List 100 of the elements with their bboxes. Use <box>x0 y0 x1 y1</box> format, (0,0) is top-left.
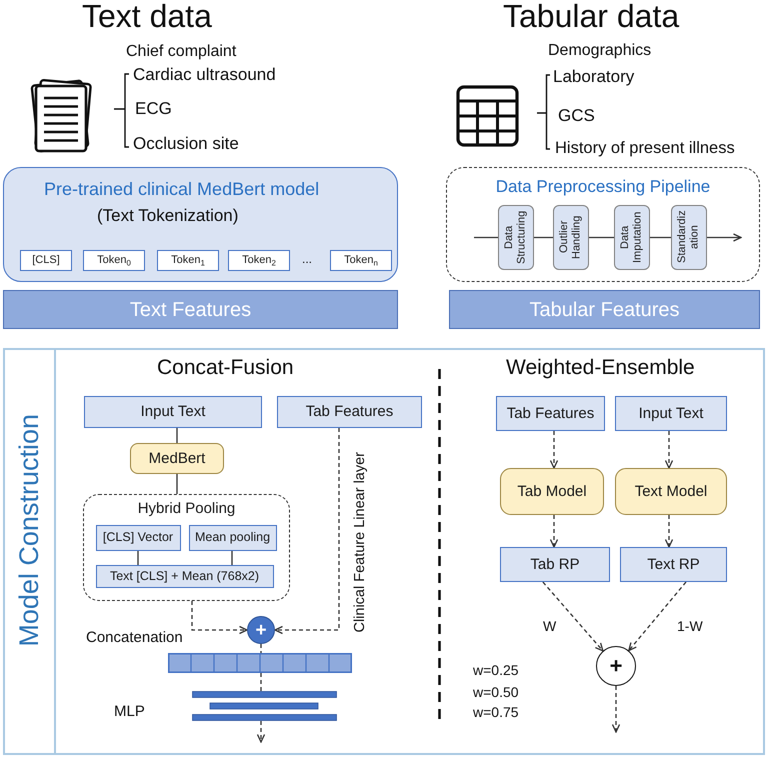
section-heading: Concat-Fusion <box>157 354 294 380</box>
pipeline-frame <box>446 167 760 282</box>
model-box <box>500 468 604 515</box>
arrow <box>550 515 558 548</box>
list-item: Laboratory <box>553 67 634 88</box>
connector-line <box>176 474 178 494</box>
connector-line <box>650 236 671 238</box>
feature-bar <box>449 290 760 329</box>
node-label: Tab Features <box>306 403 394 421</box>
step-label: Standardiz ation <box>676 210 702 266</box>
arrow <box>612 686 620 733</box>
step-box <box>614 204 650 270</box>
token-label: Token$_{n}$ <box>344 254 378 267</box>
ellipsis: ... <box>302 252 312 266</box>
section-heading: Weighted-Ensemble <box>506 354 695 380</box>
pooling-frame <box>83 494 290 601</box>
process-box <box>277 396 422 428</box>
operator-label: + <box>610 655 622 677</box>
arrow <box>664 515 674 548</box>
process-box <box>96 524 180 550</box>
list-item: GCS <box>558 106 595 126</box>
node-label: MedBert <box>148 450 206 468</box>
feature-label: Text Features <box>130 298 252 322</box>
token-box <box>157 250 219 271</box>
token-box <box>83 250 145 271</box>
step-box <box>670 204 706 270</box>
connector-line <box>176 428 178 443</box>
node-label: Text RP <box>647 556 700 574</box>
list-item: History of present illness <box>555 138 735 158</box>
model-box <box>130 443 224 474</box>
node-label: Text Model <box>634 482 708 500</box>
section-heading: Text data <box>82 0 212 32</box>
token-label: Token$_{2}$ <box>242 254 276 267</box>
operator-label: + <box>255 620 267 640</box>
step-label: Data Structuring <box>502 209 528 266</box>
feature-bar <box>3 290 398 329</box>
mlp-layers-drawing <box>192 691 337 721</box>
node-label: Tab RP <box>530 556 580 574</box>
token-label: [CLS] <box>32 254 60 267</box>
weight-value: w=0.50 <box>473 684 519 700</box>
node-label: Tab Features <box>506 404 594 422</box>
token-label: Token$_{1}$ <box>171 254 205 267</box>
node-label: Text [CLS] + Mean (768x2) <box>110 568 260 584</box>
token-label: Token$_{0}$ <box>97 254 131 267</box>
model-box <box>615 468 727 515</box>
connector-line <box>231 551 233 565</box>
step-box <box>552 204 588 270</box>
token-box <box>228 250 290 271</box>
process-box <box>84 396 262 428</box>
process-box <box>500 547 610 582</box>
token-box <box>330 250 392 271</box>
process-box <box>96 564 274 588</box>
node-label: [CLS] Vector <box>102 530 174 545</box>
concatenation-caption: Concatenation <box>86 628 183 647</box>
arrow <box>191 601 248 634</box>
arrow <box>542 582 604 652</box>
connector-line <box>260 673 262 691</box>
arrow <box>707 233 742 242</box>
token-box <box>20 250 72 271</box>
pooling-title: Hybrid Pooling <box>138 500 236 518</box>
process-box <box>496 396 605 431</box>
arrow <box>256 721 266 743</box>
connector-line <box>260 644 262 653</box>
process-box <box>620 547 727 582</box>
step-label: Data Imputation <box>618 210 644 265</box>
pipeline-title: Data Preprocessing Pipeline <box>496 177 710 198</box>
connector-line <box>589 236 614 238</box>
arrow <box>628 582 686 652</box>
panel-title: Pre-trained clinical MedBert model <box>44 179 320 201</box>
section-frame <box>3 348 765 755</box>
sum-circle <box>247 616 275 644</box>
weight-value: w=0.25 <box>473 662 519 678</box>
sum-circle <box>596 646 636 686</box>
feature-vector-drawing <box>168 653 352 673</box>
node-label: Input Text <box>140 403 206 421</box>
list-item: Demographics <box>548 40 652 60</box>
step-label: Outlier Handling <box>558 214 584 261</box>
connector-line <box>137 551 139 565</box>
panel-subtitle: (Text Tokenization) <box>97 206 238 226</box>
node-label: Tab Model <box>517 482 587 500</box>
node-caption: MLP <box>114 703 145 721</box>
edge-label: Clinical Feature Linear layer <box>352 452 369 633</box>
process-box <box>188 524 276 550</box>
node-label: Input Text <box>638 404 704 422</box>
step-box <box>498 204 534 270</box>
section-heading: Tabular data <box>503 0 680 32</box>
list-item: ECG <box>135 98 172 119</box>
feature-label: Tabular Features <box>529 298 680 322</box>
weight-value: w=0.75 <box>473 704 519 720</box>
list-item: Chief complaint <box>126 42 236 62</box>
connector-line <box>534 236 553 238</box>
arrow <box>550 431 558 469</box>
connector-line <box>474 236 498 238</box>
section-title: Model Construction <box>14 414 44 647</box>
arrow <box>274 428 340 634</box>
model-panel <box>3 167 398 282</box>
arrow <box>664 431 674 469</box>
list-item: Occlusion site <box>133 134 239 154</box>
process-box <box>615 396 727 431</box>
list-item: Cardiac ultrasound <box>133 64 276 85</box>
